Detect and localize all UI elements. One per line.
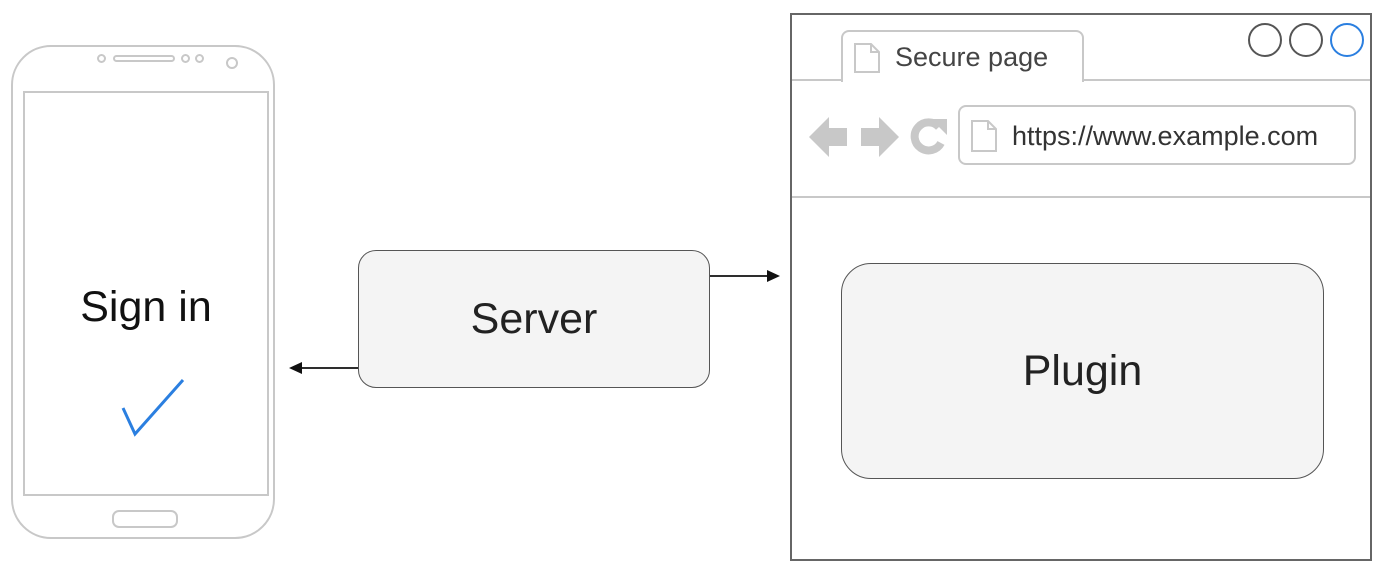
page-icon xyxy=(854,43,880,73)
window-button[interactable] xyxy=(1248,23,1282,57)
browser-window: Secure page https://www.example.com Plug… xyxy=(790,13,1372,561)
phone-home-button xyxy=(112,510,178,528)
tab-label: Secure page xyxy=(895,42,1049,72)
url-text: https://www.example.com xyxy=(1012,121,1319,151)
plugin-label: Plugin xyxy=(1022,346,1143,395)
server-label: Server xyxy=(470,294,598,343)
plugin-box: Plugin xyxy=(841,263,1324,479)
page-icon xyxy=(971,120,997,152)
phone-sensor-dot xyxy=(181,54,190,63)
checkmark-icon xyxy=(121,379,185,437)
phone-front-camera xyxy=(226,57,238,69)
phone-screen: Sign in xyxy=(23,91,269,496)
phone-speaker xyxy=(113,55,175,62)
address-bar[interactable]: https://www.example.com xyxy=(958,105,1356,165)
toolbar-divider xyxy=(792,196,1370,198)
phone-camera-dot xyxy=(97,54,106,63)
sign-in-title: Sign in xyxy=(80,283,212,331)
refresh-icon[interactable] xyxy=(909,115,949,159)
arrow-server-to-phone xyxy=(289,362,358,374)
back-arrow-icon[interactable] xyxy=(809,115,849,159)
forward-arrow-icon[interactable] xyxy=(859,115,899,159)
server-box: Server xyxy=(358,250,710,388)
window-button[interactable] xyxy=(1289,23,1323,57)
window-button-active[interactable] xyxy=(1330,23,1364,57)
browser-tab[interactable]: Secure page xyxy=(841,30,1084,82)
phone-device: Sign in xyxy=(11,45,275,539)
phone-sensor-dot xyxy=(195,54,204,63)
arrow-server-to-browser xyxy=(710,270,780,282)
